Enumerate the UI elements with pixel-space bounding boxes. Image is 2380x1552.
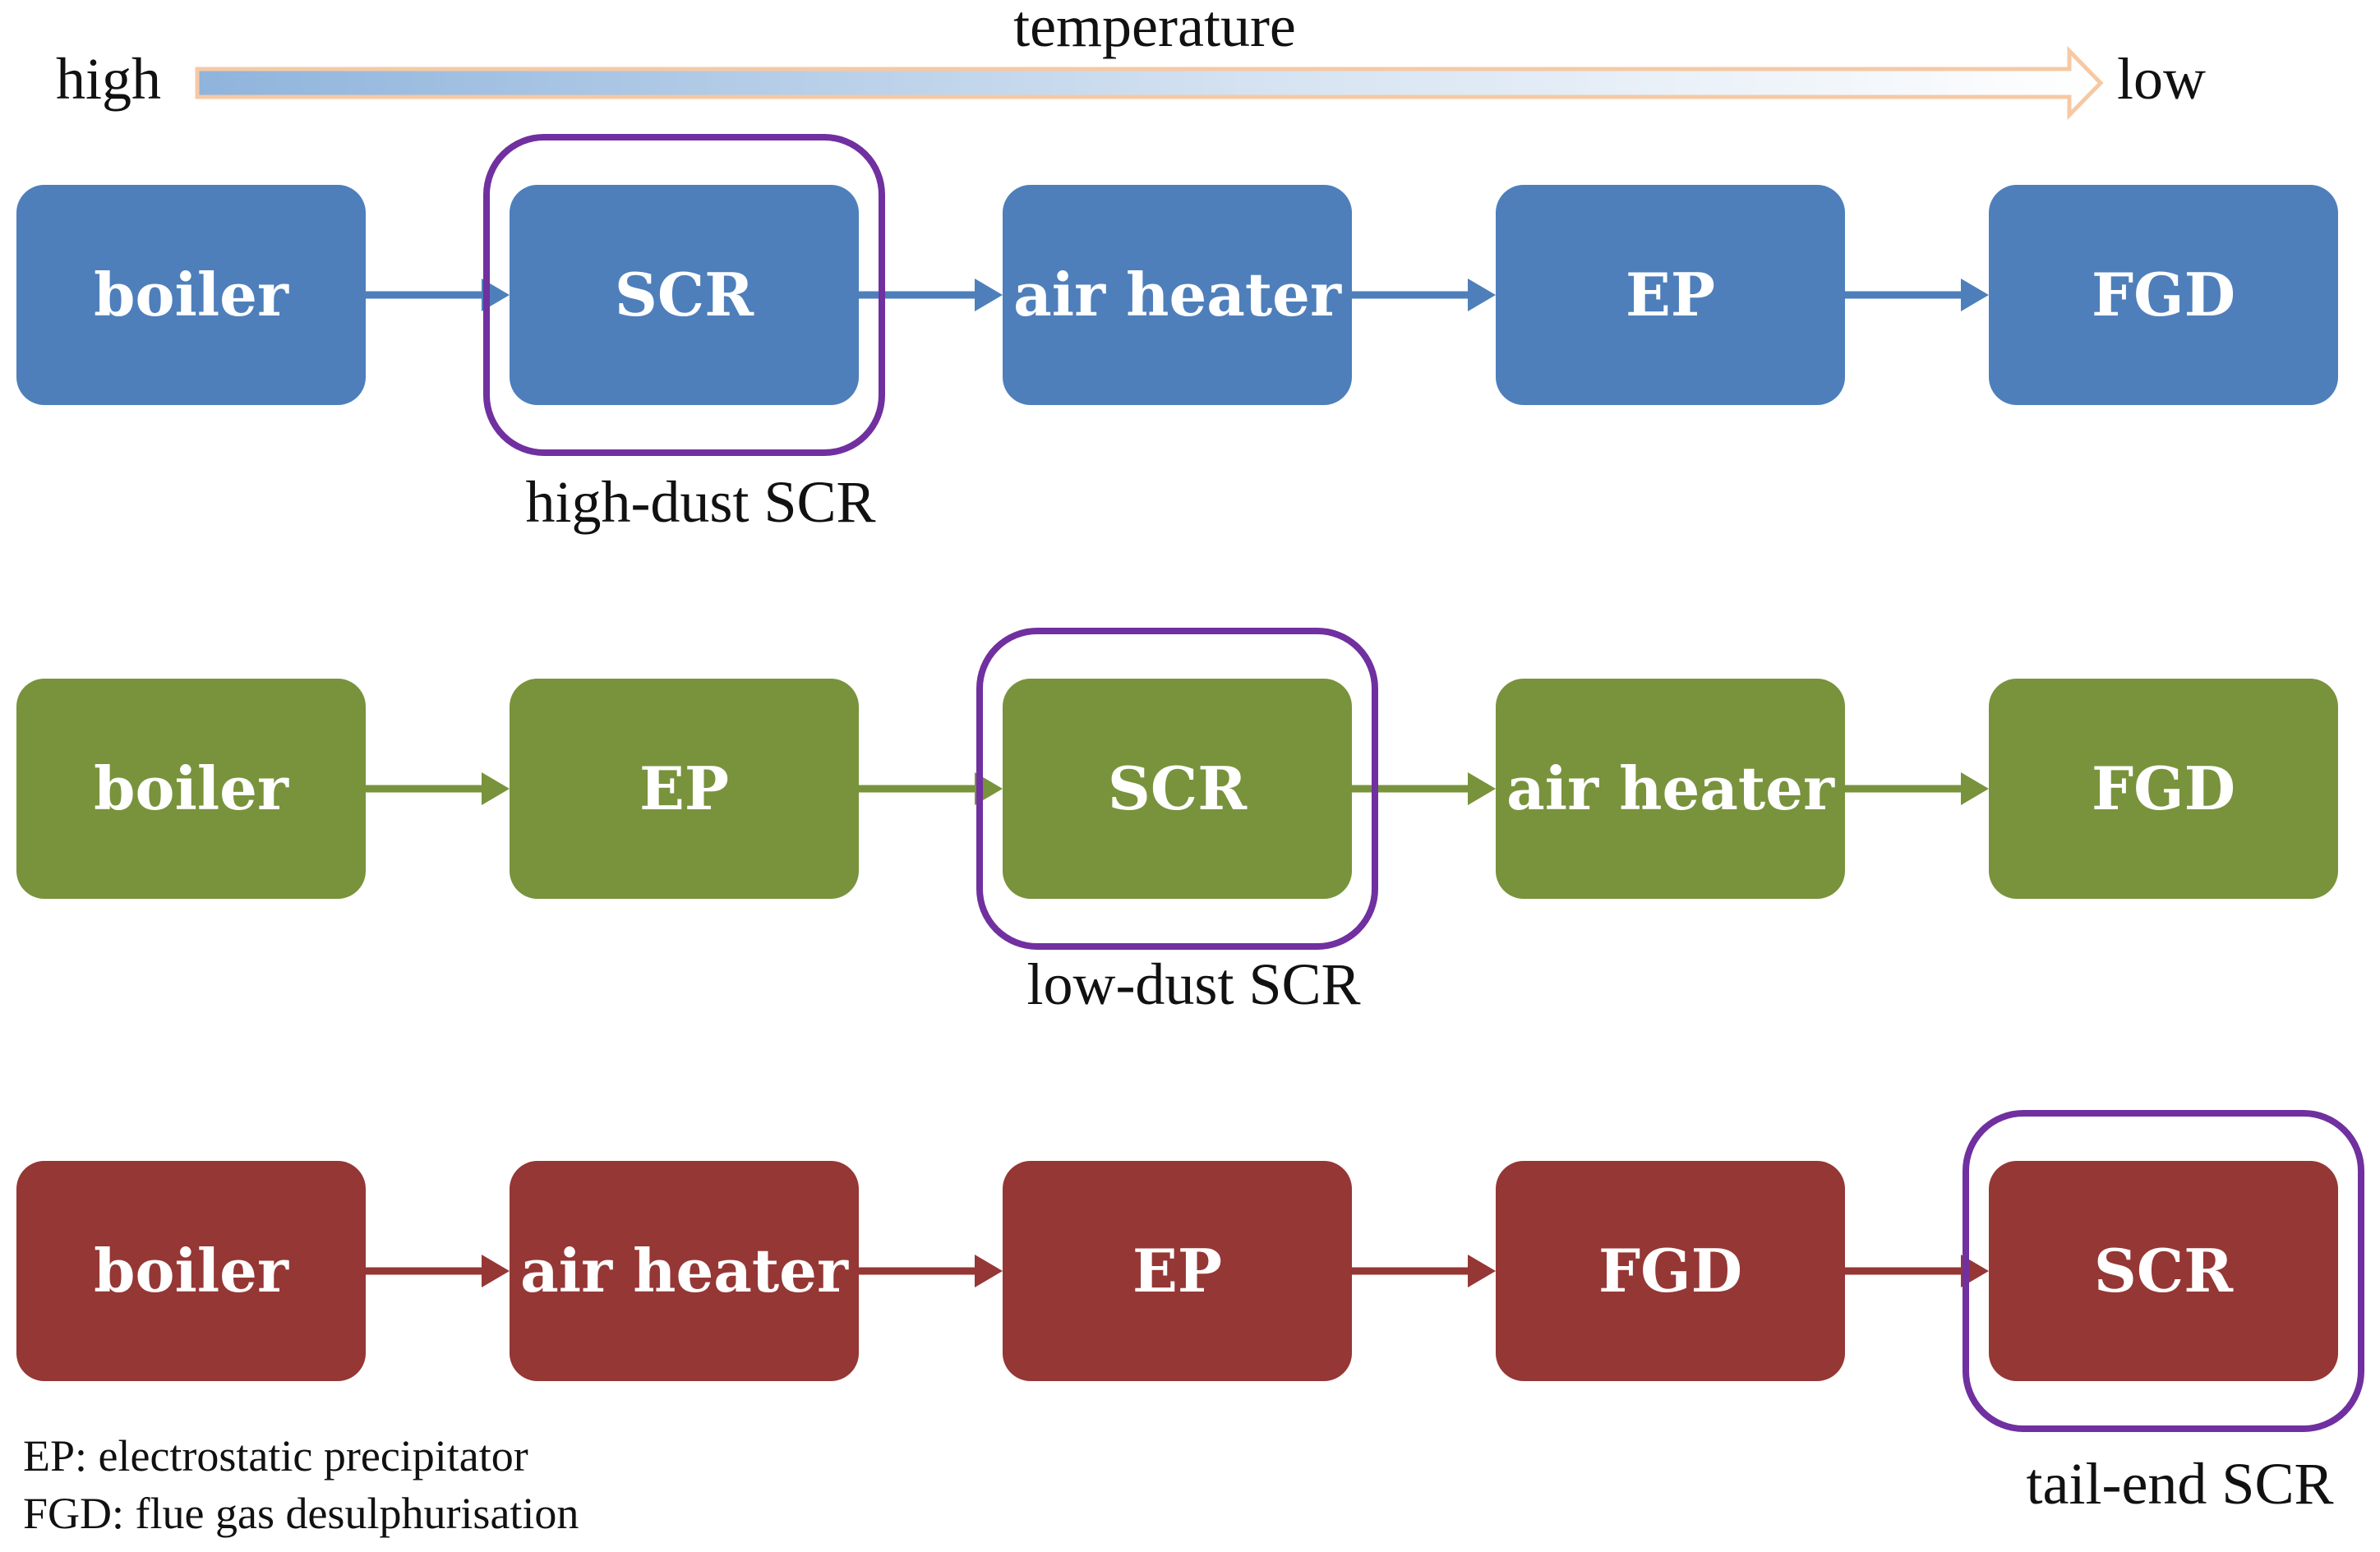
process-box-scr: SCR <box>1003 679 1352 899</box>
process-box-scr: SCR <box>1989 1161 2338 1381</box>
process-box-ep: EP <box>1496 185 1845 405</box>
legend-fgd: FGD: flue gas desulphurisation <box>23 1489 579 1538</box>
flow-arrow <box>1352 1255 1496 1287</box>
process-box-label: FGD <box>2092 260 2235 329</box>
process-box-label: air heater <box>520 1236 849 1306</box>
process-box-label: boiler <box>94 1236 289 1306</box>
scr-caption: low-dust SCR <box>1026 951 1360 1017</box>
temperature-high-label: high <box>56 46 161 112</box>
high-dust-scr-row: boiler SCR air heater EP FGD high-dust SCR <box>16 134 2338 535</box>
process-box-boiler: boiler <box>16 679 366 899</box>
process-box-label: boiler <box>94 260 289 329</box>
tail-end-scr-row: boiler air heater EP FGD SCR tail-end SCR <box>16 1110 2364 1517</box>
temperature-gradient-arrow <box>195 45 2104 121</box>
scr-highlight-frame <box>976 628 1378 950</box>
process-box-label: FGD <box>2092 753 2235 823</box>
flow-arrow <box>366 1255 510 1287</box>
scr-caption: tail-end SCR <box>2027 1451 2334 1517</box>
temperature-axis-title: temperature <box>1013 0 1296 59</box>
abbreviation-legend: EP: electrostatic precipitator FGD: flue… <box>23 1431 579 1538</box>
flow-arrow <box>859 1255 1003 1287</box>
process-box-boiler: boiler <box>16 1161 366 1381</box>
temperature-axis: temperature high low <box>56 0 2206 121</box>
scr-highlight-frame <box>1963 1110 2364 1432</box>
process-box-label: SCR <box>2094 1236 2234 1306</box>
process-box-label: SCR <box>615 260 754 329</box>
process-box-label: boiler <box>94 753 289 823</box>
flow-arrow <box>1352 279 1496 311</box>
process-box-scr: SCR <box>510 185 859 405</box>
process-box-air-heater: air heater <box>1003 185 1352 405</box>
process-box-fgd: FGD <box>1989 185 2338 405</box>
scr-highlight-frame <box>483 134 885 456</box>
legend-ep: EP: electrostatic precipitator <box>23 1431 528 1481</box>
process-box-label: air heater <box>1013 260 1342 329</box>
process-box-ep: EP <box>510 679 859 899</box>
process-box-air-heater: air heater <box>1496 679 1845 899</box>
process-box-ep: EP <box>1003 1161 1352 1381</box>
process-box-label: FGD <box>1598 1236 1742 1306</box>
process-box-air-heater: air heater <box>510 1161 859 1381</box>
low-dust-scr-row: boiler EP SCR air heater FGD low-dust SCR <box>16 628 2338 1017</box>
process-box-fgd: FGD <box>1496 1161 1845 1381</box>
flow-arrow <box>1845 772 1989 805</box>
process-box-label: EP <box>1626 260 1715 329</box>
flow-arrow <box>366 772 510 805</box>
process-box-boiler: boiler <box>16 185 366 405</box>
process-box-label: SCR <box>1108 753 1248 823</box>
process-box-fgd: FGD <box>1989 679 2338 899</box>
process-box-label: EP <box>1132 1236 1222 1306</box>
flow-arrow <box>1845 279 1989 311</box>
process-box-label: EP <box>639 753 729 823</box>
process-box-label: air heater <box>1506 753 1835 823</box>
scr-caption: high-dust SCR <box>525 469 875 535</box>
temperature-low-label: low <box>2117 46 2206 112</box>
